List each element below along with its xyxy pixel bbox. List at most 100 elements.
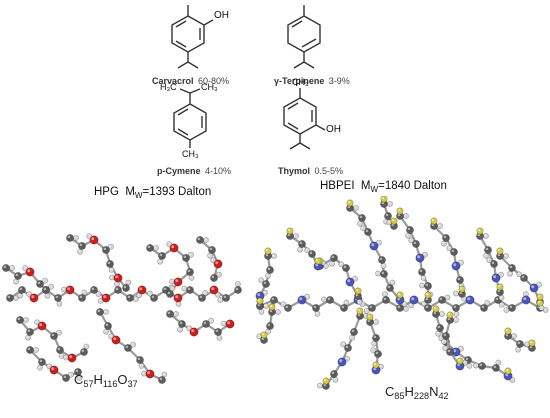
hpg-hetero-atom bbox=[173, 277, 183, 287]
hbpei-carbon-atom bbox=[478, 362, 486, 370]
hpg-hydrogen-atom bbox=[103, 309, 109, 315]
hbpei-terminal-atom bbox=[260, 331, 268, 339]
thymol-structure bbox=[283, 88, 326, 150]
hbpei-hetero-atom bbox=[337, 357, 347, 367]
hpg-hetero-atom bbox=[209, 285, 219, 295]
hbpei-terminal-atom bbox=[456, 357, 464, 365]
hbpei-hydrogen-atom bbox=[356, 298, 363, 305]
hbpei-hydrogen-atom bbox=[453, 290, 459, 297]
terpinene-range: 3-9% bbox=[328, 76, 350, 86]
hbpei-carbon-atom bbox=[480, 304, 488, 312]
hbpei-carbon-atom bbox=[350, 328, 358, 336]
hpg-hetero-atom bbox=[67, 353, 77, 363]
hbpei-hydrogen-atom bbox=[317, 382, 323, 389]
hpg-carbon-atom bbox=[122, 284, 130, 292]
hpg-mw-label: M bbox=[125, 186, 135, 198]
hbpei-terminal-atom bbox=[314, 257, 322, 265]
hbpei-carbon-atom bbox=[442, 332, 450, 340]
hpg-formula: C57H116O37 bbox=[74, 372, 138, 389]
hbpei-carbon-atom bbox=[326, 296, 334, 304]
hbpei-carbon-atom bbox=[364, 228, 372, 236]
hpg-carbon-atom bbox=[14, 272, 22, 280]
hpg-carbon-atom bbox=[214, 328, 222, 336]
hpg-ball-stick-model bbox=[2, 233, 242, 384]
hbpei-hydrogen-atom bbox=[271, 253, 277, 259]
hpg-carbon-atom bbox=[166, 310, 174, 318]
hbpei-hydrogen-atom bbox=[382, 291, 388, 297]
hpg-hydrogen-atom bbox=[44, 292, 51, 299]
hbpei-carbon-atom bbox=[516, 340, 524, 348]
hpg-carbon-atom bbox=[186, 286, 194, 294]
hbpei-formula-n: N bbox=[429, 384, 439, 399]
hpg-hetero-atom bbox=[145, 369, 155, 379]
hbpei-terminal-atom bbox=[476, 227, 484, 235]
hpg-name: HPG bbox=[94, 186, 119, 198]
hpg-carbon-atom bbox=[208, 246, 216, 254]
hbpei-terminal-atom bbox=[504, 367, 512, 375]
hbpei-carbon-atom bbox=[508, 304, 516, 312]
hpg-hetero-atom bbox=[189, 327, 199, 337]
terpinene-structure bbox=[287, 5, 321, 69]
hpg-carbon-atom bbox=[150, 294, 158, 302]
hpg-carbon-atom bbox=[146, 244, 154, 252]
hbpei-hydrogen-atom bbox=[403, 306, 409, 312]
hbpei-carbon-atom bbox=[372, 334, 380, 342]
hbpei-carbon-atom bbox=[374, 350, 382, 358]
hbpei-hydrogen-atom bbox=[263, 303, 269, 309]
hbpei-hydrogen-atom bbox=[466, 362, 473, 369]
hbpei-hydrogen-atom bbox=[275, 309, 281, 315]
hpg-carbon-atom bbox=[26, 346, 34, 354]
hbpei-hetero-atom bbox=[415, 253, 425, 263]
hpg-hetero-atom bbox=[29, 293, 39, 303]
hbpei-carbon-atom bbox=[266, 322, 274, 330]
hbpei-carbon-atom bbox=[378, 256, 386, 264]
hbpei-hydrogen-atom bbox=[453, 317, 459, 323]
hbpei-carbon-atom bbox=[270, 296, 278, 304]
hpg-hetero-atom bbox=[37, 321, 47, 331]
hbpei-carbon-atom bbox=[368, 304, 376, 312]
hpg-hetero-atom bbox=[213, 259, 223, 269]
hpg-carbon-atom bbox=[158, 376, 166, 384]
hbpei-hydrogen-atom bbox=[353, 205, 359, 211]
hpg-carbon-atom bbox=[186, 268, 194, 276]
hpg-carbon-atom bbox=[18, 286, 26, 294]
hbpei-hydrogen-atom bbox=[293, 233, 299, 239]
hbpei-carbon-atom bbox=[330, 254, 338, 262]
hbpei-terminal-atom bbox=[286, 227, 294, 235]
hpg-carbon-atom bbox=[106, 260, 114, 268]
hbpei-hetero-atom bbox=[491, 273, 501, 283]
hbpei-carbon-atom bbox=[340, 304, 348, 312]
hbpei-formula-h-count: 228 bbox=[413, 391, 430, 401]
hpg-carbon-atom bbox=[78, 294, 86, 302]
hbpei-carbon-atom bbox=[342, 264, 350, 272]
hbpei-terminal-atom bbox=[380, 196, 388, 203]
hpg-carbon-atom bbox=[96, 308, 104, 316]
hpg-hydrogen-atom bbox=[73, 235, 79, 241]
hbpei-mw-label: M bbox=[360, 180, 371, 192]
hpg-hetero-atom bbox=[111, 335, 121, 345]
hpg-hydrogen-atom bbox=[235, 281, 241, 287]
hbpei-hetero-atom bbox=[409, 295, 419, 305]
hbpei-terminal-atom bbox=[356, 307, 364, 315]
hbpei-terminal-atom bbox=[396, 291, 404, 299]
hpg-carbon-atom bbox=[102, 246, 110, 254]
hpg-carbon-atom bbox=[202, 320, 210, 328]
thymol-label: Thymol 0.5-5% bbox=[278, 161, 343, 179]
hpg-carbon-atom bbox=[222, 294, 230, 302]
hpg-carbon-atom bbox=[78, 242, 86, 250]
hbpei-hydrogen-atom bbox=[403, 213, 409, 219]
hpg-formula-h: H bbox=[93, 372, 103, 387]
hbpei-carbon-atom bbox=[382, 296, 390, 304]
cymene-label: p-Cymene 4-10% bbox=[157, 161, 231, 179]
hpg-carbon-atom bbox=[80, 348, 88, 356]
hpg-carbon-atom bbox=[196, 236, 204, 244]
thymol-ch3-label: CH₃ bbox=[292, 77, 309, 87]
hpg-carbon-atom bbox=[56, 346, 64, 354]
hbpei-carbon-atom bbox=[330, 370, 338, 378]
hbpei-terminal-atom bbox=[354, 287, 362, 295]
hbpei-carbon-atom bbox=[386, 284, 394, 292]
hbpei-carbon-atom bbox=[436, 324, 444, 332]
hpg-carbon-atom bbox=[104, 322, 112, 330]
hpg-carbon-atom bbox=[6, 294, 14, 302]
hpg-carbon-atom bbox=[210, 274, 218, 282]
